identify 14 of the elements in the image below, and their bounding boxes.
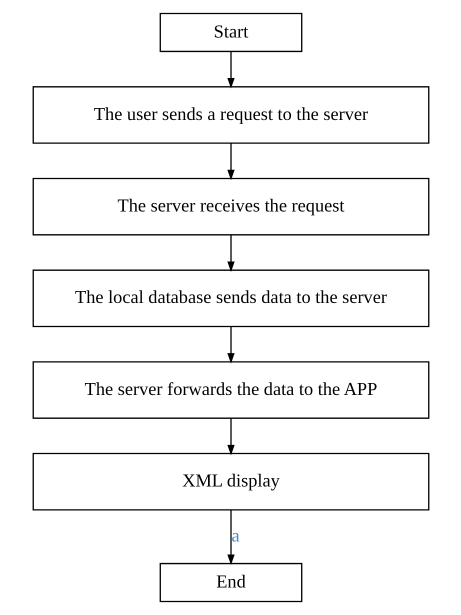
node-box: The server forwards the data to the APP bbox=[32, 361, 429, 419]
node-box: Start bbox=[159, 12, 302, 52]
arrow bbox=[226, 418, 234, 456]
node-box: End bbox=[159, 562, 302, 602]
node-box: The local database sends data to the server bbox=[32, 270, 429, 328]
node-box: The server receives the request bbox=[32, 178, 429, 236]
arrow bbox=[226, 235, 234, 272]
arrow bbox=[226, 510, 234, 565]
arrow bbox=[226, 326, 234, 364]
arrow bbox=[226, 52, 234, 89]
edge-label: a bbox=[231, 526, 240, 546]
node-box: XML display bbox=[32, 452, 429, 510]
node-box: The user sends a request to the server bbox=[32, 86, 429, 144]
arrow bbox=[226, 144, 234, 180]
